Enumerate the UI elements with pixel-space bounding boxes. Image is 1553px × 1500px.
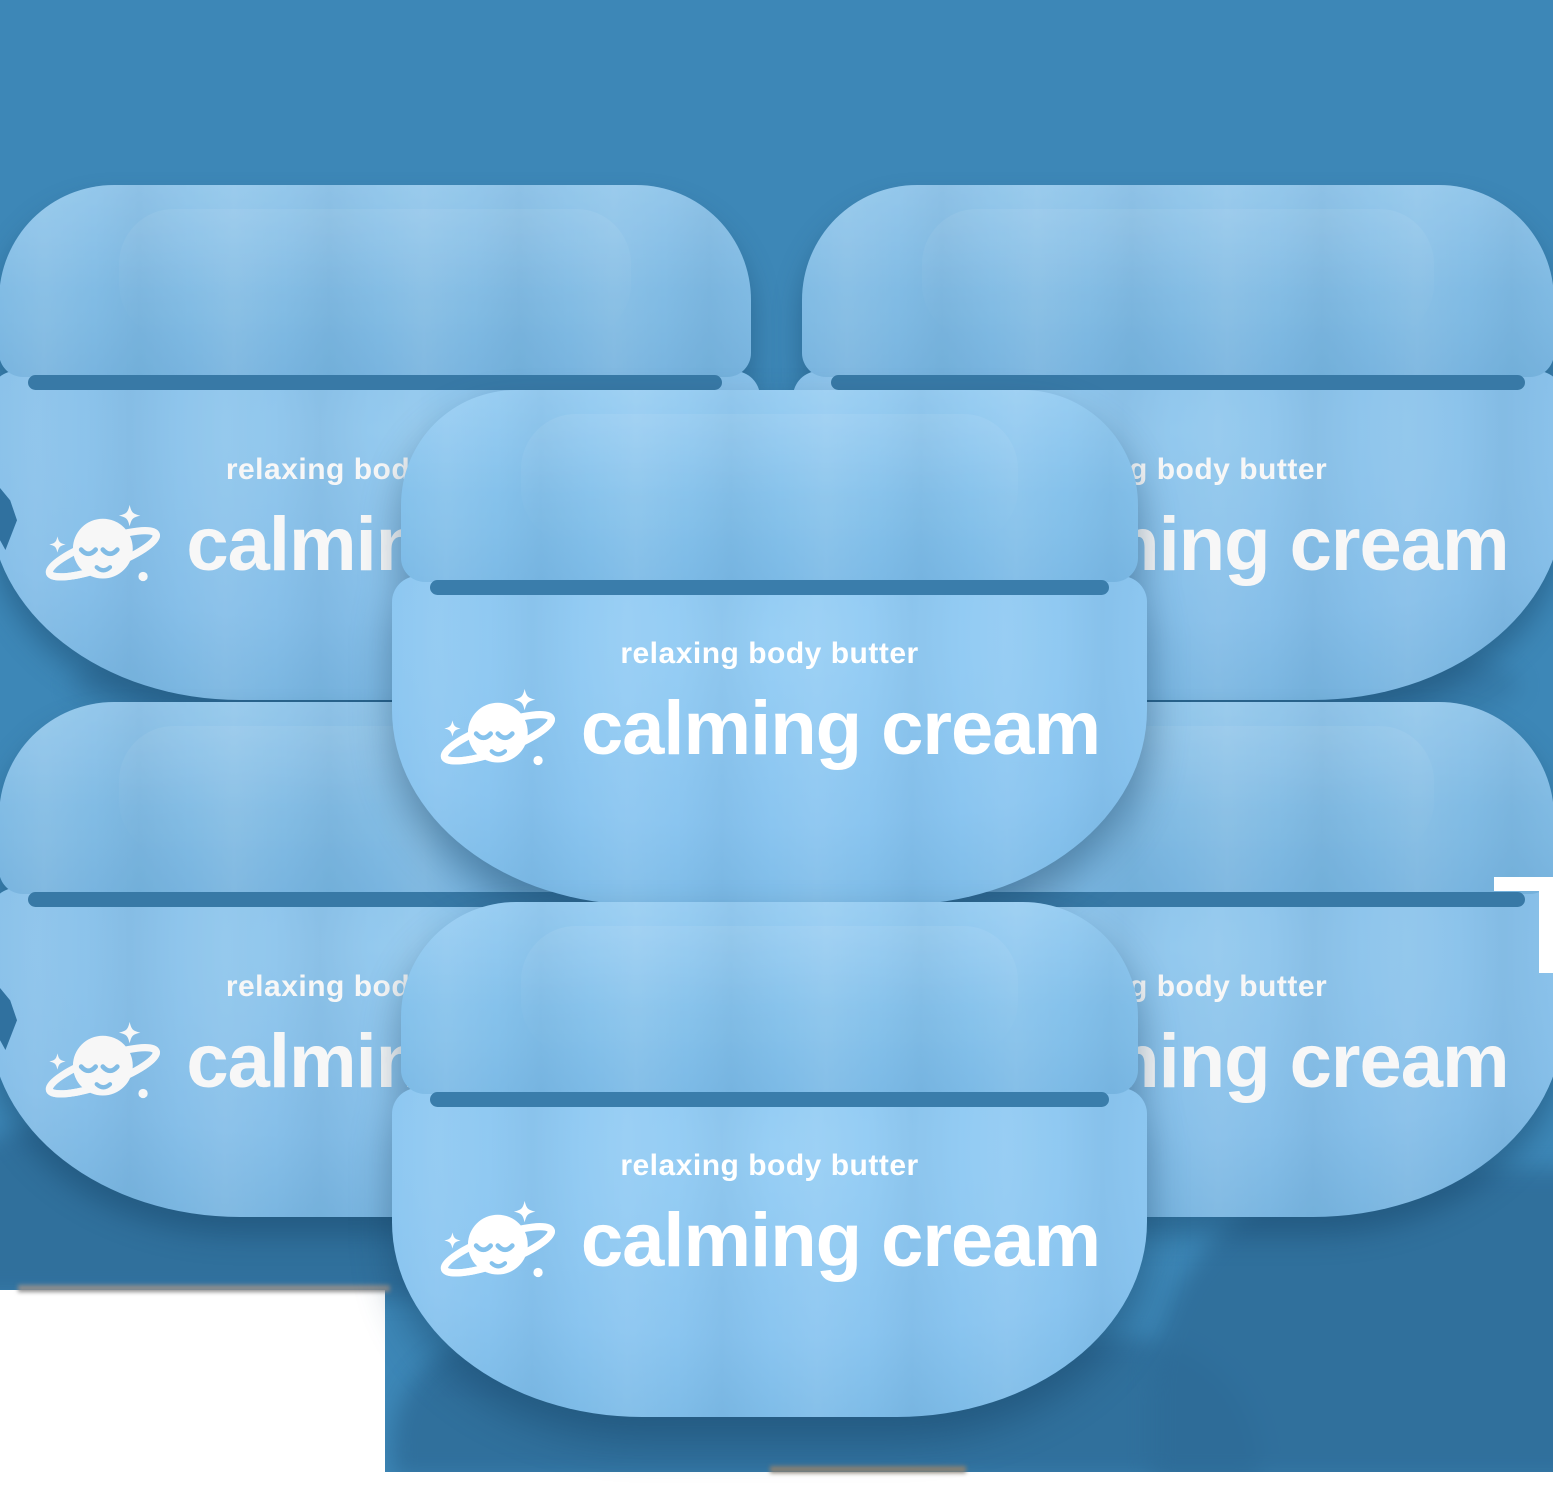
- jar-lid: [0, 185, 751, 377]
- product-tagline: relaxing body butter: [620, 1149, 919, 1182]
- product-jar-front-top: relaxing body butter: [392, 390, 1147, 905]
- sleeping-planet-icon: [46, 504, 161, 582]
- jar-label: relaxing body butter: [392, 637, 1147, 778]
- ground-shadow: [770, 1466, 966, 1473]
- jar-lid: [401, 390, 1138, 582]
- page-notch: [1494, 877, 1553, 891]
- sleeping-planet-icon: [440, 1200, 555, 1278]
- page-notch: [1539, 877, 1553, 973]
- sleeping-planet-icon: [46, 1021, 161, 1099]
- product-name-row: calming cream: [439, 1191, 1101, 1290]
- product-name: calming cream: [580, 685, 1101, 771]
- jar-lid-seam: [430, 1092, 1109, 1107]
- jar-lid-seam: [831, 375, 1525, 390]
- product-name-row: calming cream: [439, 679, 1101, 778]
- jar-lid-seam: [430, 580, 1109, 595]
- jar-label: relaxing body butter: [392, 1149, 1147, 1290]
- jar-lid: [401, 902, 1138, 1094]
- jar-lid-seam: [28, 375, 722, 390]
- product-tagline: relaxing body butter: [620, 637, 919, 670]
- sleeping-planet-icon: [440, 688, 555, 766]
- product-jar-front-bottom: relaxing body butter: [392, 902, 1147, 1417]
- ground-shadow: [18, 1285, 390, 1292]
- jar-lid: [802, 185, 1553, 377]
- product-name: calming cream: [580, 1197, 1101, 1283]
